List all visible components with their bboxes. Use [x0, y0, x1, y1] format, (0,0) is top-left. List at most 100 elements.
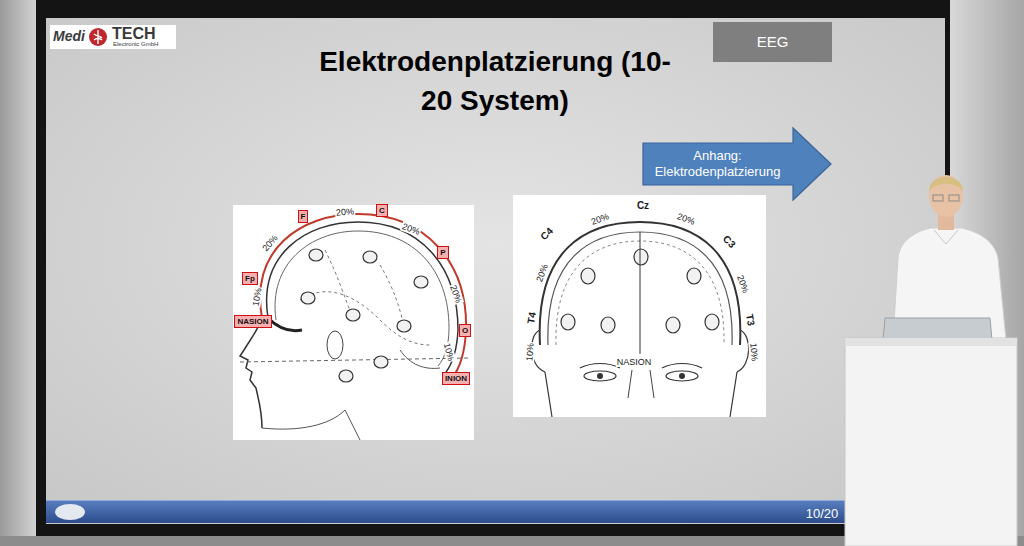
- sagittal-head: [300, 292, 430, 345]
- frontal-head: [679, 373, 685, 379]
- screen-frame: [36, 0, 950, 536]
- electrode-code: P: [440, 248, 445, 257]
- percent-label: 10%: [748, 342, 760, 363]
- slide-ground: [46, 18, 945, 524]
- electrode-dot: [339, 370, 353, 382]
- electrode-label: Cz: [636, 201, 650, 211]
- electrode-code: O: [462, 326, 468, 335]
- electrode-dot: [634, 249, 648, 265]
- frontal-head: [662, 364, 702, 369]
- studio-wall: [0, 0, 36, 546]
- electrode-label: C3: [720, 233, 738, 251]
- percent-label: 20%: [534, 262, 550, 284]
- screen-frame: [36, 0, 950, 536]
- electrode-dot: [414, 276, 428, 288]
- electrode-code: C: [379, 206, 385, 215]
- electrode-code: NASION: [237, 317, 268, 326]
- percent-label: 20%: [335, 206, 356, 218]
- landmark-tag: NASION: [234, 315, 271, 328]
- podium: [845, 338, 1017, 546]
- laptop: [883, 318, 992, 340]
- logo-icon: [89, 28, 107, 46]
- illustration-panel: [233, 195, 766, 440]
- link-arrow: Anhang: Elektrodenplatzierung: [642, 127, 832, 201]
- footer-bar: [46, 500, 945, 523]
- arrow-shape: [643, 128, 831, 200]
- frontal-head: [737, 330, 749, 372]
- laptop: [883, 318, 992, 340]
- box-label: Anhang: Elektrodenplatzierung: [642, 143, 793, 185]
- electrode-dot: [687, 268, 701, 284]
- percent-label: 10%: [442, 341, 457, 363]
- slide-title: Elektrodenplatzierung (10-20 System): [305, 42, 685, 120]
- frontal-head: [584, 371, 616, 381]
- frontal-head: [666, 371, 698, 381]
- percent-label: 10%: [250, 286, 263, 307]
- logo-icon: [94, 30, 102, 44]
- podium: [845, 338, 1017, 346]
- electrode-code: F: [301, 212, 306, 221]
- slide-number: 10/20: [805, 506, 840, 521]
- box-label: EEG: [757, 33, 789, 51]
- footer-oval: [55, 504, 85, 520]
- presenter: [929, 175, 963, 217]
- slide-ground: [46, 18, 945, 524]
- sagittal-head: [240, 358, 470, 362]
- illustration-panel: [513, 195, 766, 417]
- electrode-dot: [397, 320, 411, 332]
- frontal-head: [650, 370, 654, 398]
- frontal-head: [580, 364, 620, 369]
- electrode-dot: [363, 251, 377, 263]
- frontal-head: [597, 373, 603, 379]
- electrode-label: C4: [538, 225, 556, 243]
- sagittal-head: [268, 318, 302, 331]
- frontal-head: [730, 372, 737, 417]
- presenter: [949, 195, 959, 201]
- sagittal-head: [327, 331, 343, 359]
- frontal-head: [640, 232, 641, 354]
- percent-label: 20%: [675, 211, 697, 227]
- electrode-dot: [666, 317, 680, 333]
- logo-text: TECH: [112, 25, 156, 42]
- electrode-dot: [601, 317, 615, 333]
- electrode-dot: [309, 249, 323, 261]
- sagittal-head: [380, 265, 404, 326]
- frontal-head: [545, 372, 552, 417]
- percent-label: 20%: [400, 221, 422, 237]
- company-logo: Medi TECHElectronic GmbH: [50, 25, 176, 49]
- electrode-code: INION: [445, 374, 467, 383]
- sagittal-head: [325, 250, 352, 315]
- percent-label: 20%: [735, 273, 751, 295]
- electrode-label: T3: [744, 312, 756, 327]
- electrode-dot: [705, 314, 719, 330]
- sagittal-head: [240, 214, 470, 440]
- electrode-dot: [561, 314, 575, 330]
- sagittal-head: [267, 222, 458, 372]
- electrode-dot: [581, 268, 595, 284]
- topic-box: EEG: [713, 22, 832, 62]
- electrode-tag: F: [298, 210, 309, 223]
- logo-text: Electronic GmbH: [113, 41, 158, 48]
- percent-label: 20%: [260, 232, 281, 254]
- illustration-panel: [233, 205, 474, 440]
- sagittal-head: [275, 231, 449, 366]
- logo-text: Medi: [53, 27, 85, 45]
- electrode-tag: Fp: [242, 272, 258, 285]
- presenter: [934, 230, 958, 244]
- podium: [845, 338, 1017, 546]
- electrode-tag: O: [459, 324, 471, 337]
- percent-label: 20%: [448, 283, 464, 305]
- footer-bar: [46, 500, 945, 501]
- presenter: [933, 195, 943, 201]
- sagittal-head: [262, 410, 360, 440]
- percent-label: 10%: [524, 342, 536, 363]
- electrode-tag: C: [376, 204, 388, 217]
- footer-oval: [55, 504, 85, 520]
- landmark-tag: INION: [442, 372, 470, 385]
- frontal-head: [532, 222, 749, 417]
- percent-label: 20%: [589, 211, 611, 227]
